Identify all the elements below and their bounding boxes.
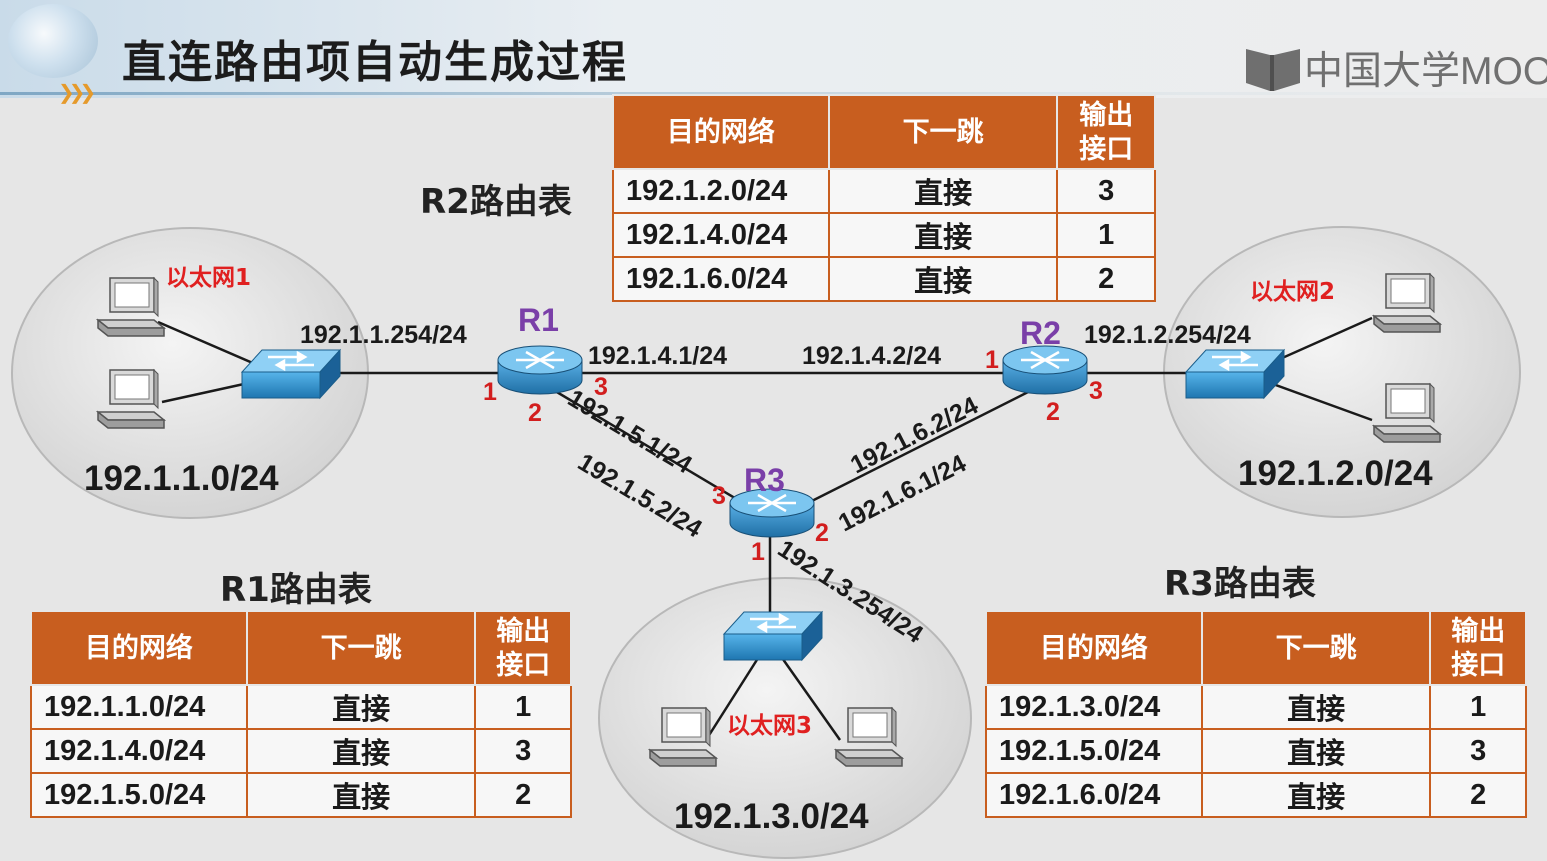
column-header-next-hop: 下一跳 (827, 94, 1059, 170)
logo: 中国大学MOOC (1244, 40, 1547, 96)
port-r2-1: 1 (985, 346, 999, 374)
column-header-network: 目的网络 (612, 94, 830, 170)
ip-label-r2-r1: 192.1.4.2/24 (802, 342, 941, 370)
ethernet-label-1: 以太网1 (166, 265, 251, 291)
column-header-next-hop: 下一跳 (1200, 610, 1432, 686)
ip-label-r1-lan: 192.1.1.254/24 (300, 321, 467, 349)
network-address-lan1: 192.1.1.0/24 (84, 459, 279, 498)
table-row: 192.1.4.0/24 直接 1 (612, 212, 1156, 258)
switch-icon (240, 348, 342, 400)
cell-network: 192.1.3.0/24 (985, 684, 1203, 730)
table-row: 192.1.5.0/24 直接 3 (985, 728, 1527, 774)
routing-table-title-r1: R1路由表 (220, 570, 372, 610)
column-header-network: 目的网络 (30, 610, 248, 686)
cell-network: 192.1.4.0/24 (30, 728, 248, 774)
port-r2-3: 3 (1089, 377, 1103, 405)
cell-interface: 3 (1056, 168, 1156, 214)
table-row: 192.1.6.0/24 直接 2 (985, 772, 1527, 818)
table-row: 192.1.4.0/24 直接 3 (30, 728, 572, 774)
cell-next-hop: 直接 (245, 728, 477, 774)
column-header-interface: 输出 接口 (1429, 610, 1527, 686)
ethernet-label-3: 以太网3 (727, 713, 812, 739)
cell-interface: 3 (474, 728, 572, 774)
router-label-r3: R3 (744, 462, 785, 498)
cell-interface: 2 (1056, 256, 1156, 302)
cell-network: 192.1.5.0/24 (985, 728, 1203, 774)
routing-table-title-r2: R2路由表 (420, 182, 572, 222)
cell-next-hop: 直接 (1200, 728, 1432, 774)
cell-interface: 3 (1429, 728, 1527, 774)
cell-next-hop: 直接 (827, 212, 1059, 258)
cell-next-hop: 直接 (1200, 684, 1432, 730)
router-icon (497, 345, 583, 395)
column-header-interface: 输出 接口 (474, 610, 572, 686)
routing-table-title-r3: R3路由表 (1164, 564, 1316, 604)
cell-interface: 2 (1429, 772, 1527, 818)
cell-next-hop: 直接 (827, 256, 1059, 302)
cell-network: 192.1.2.0/24 (612, 168, 830, 214)
table-row: 192.1.2.0/24 直接 3 (612, 168, 1156, 214)
cell-interface: 1 (474, 684, 572, 730)
cell-network: 192.1.4.0/24 (612, 212, 830, 258)
cell-interface: 2 (474, 772, 572, 818)
lan3-area (598, 577, 972, 859)
port-r3-1: 1 (751, 538, 765, 566)
cell-next-hop: 直接 (827, 168, 1059, 214)
cell-interface: 1 (1056, 212, 1156, 258)
link-r1-r3 (544, 383, 761, 515)
column-header-interface: 输出 接口 (1056, 94, 1156, 170)
title-underline (0, 92, 1547, 95)
cell-next-hop: 直接 (245, 684, 477, 730)
network-address-lan2: 192.1.2.0/24 (1238, 454, 1433, 493)
logo-text: 中国大学MOOC (1304, 50, 1547, 93)
port-r1-3: 3 (594, 373, 608, 401)
globe-icon (8, 4, 98, 78)
cell-network: 192.1.5.0/24 (30, 772, 248, 818)
cell-interface: 1 (1429, 684, 1527, 730)
column-header-interface-line2: 接口 (496, 650, 551, 680)
column-header-interface-line2: 接口 (1451, 650, 1506, 680)
cell-network: 192.1.6.0/24 (612, 256, 830, 302)
table-row: 192.1.1.0/24 直接 1 (30, 684, 572, 730)
column-header-interface-line1: 输出 (496, 616, 551, 646)
router-icon (1002, 345, 1088, 395)
cell-network: 192.1.6.0/24 (985, 772, 1203, 818)
port-r2-2: 2 (1046, 398, 1060, 426)
links (157, 316, 1373, 741)
column-header-next-hop: 下一跳 (245, 610, 477, 686)
routing-table-r2: 目的网络 下一跳 输出 接口 192.1.2.0/24 直接 3 192.1.4… (612, 94, 1156, 302)
port-r3-3: 3 (712, 482, 726, 510)
ethernet-label-2: 以太网2 (1250, 279, 1335, 305)
router-icon (729, 488, 815, 538)
switch-icon (1184, 348, 1286, 400)
ip-label-r2-lan: 192.1.2.254/24 (1084, 321, 1251, 349)
port-r1-2: 2 (528, 399, 542, 427)
column-header-interface-line1: 输出 (1079, 100, 1134, 130)
routing-table-r3: 目的网络 下一跳 输出 接口 192.1.3.0/24 直接 1 192.1.5… (985, 610, 1527, 818)
cell-network: 192.1.1.0/24 (30, 684, 248, 730)
cell-next-hop: 直接 (245, 772, 477, 818)
network-address-lan3: 192.1.3.0/24 (674, 797, 869, 836)
router-label-r2: R2 (1020, 315, 1061, 351)
router-label-r1: R1 (518, 302, 559, 338)
table-row: 192.1.3.0/24 直接 1 (985, 684, 1527, 730)
table-row: 192.1.5.0/24 直接 2 (30, 772, 572, 818)
routing-table-r1: 目的网络 下一跳 输出 接口 192.1.1.0/24 直接 1 192.1.4… (30, 610, 572, 818)
column-header-network: 目的网络 (985, 610, 1203, 686)
column-header-interface-line1: 输出 (1451, 616, 1506, 646)
switch-icon (722, 610, 824, 662)
mooc-book-icon (1246, 49, 1300, 91)
chevron-right-icon: ❯❯❯ (58, 80, 96, 104)
ip-label-r1-r2: 192.1.4.1/24 (588, 342, 727, 370)
column-header-interface-line2: 接口 (1079, 134, 1134, 164)
table-row: 192.1.6.0/24 直接 2 (612, 256, 1156, 302)
port-r1-1: 1 (483, 378, 497, 406)
cell-next-hop: 直接 (1200, 772, 1432, 818)
page-title: 直连路由项自动生成过程 (122, 37, 628, 88)
title-bar: ❯❯❯ 直连路由项自动生成过程 中国大学MOOC (0, 0, 1547, 104)
port-r3-2: 2 (815, 519, 829, 547)
link-r2-r3 (787, 383, 1043, 515)
